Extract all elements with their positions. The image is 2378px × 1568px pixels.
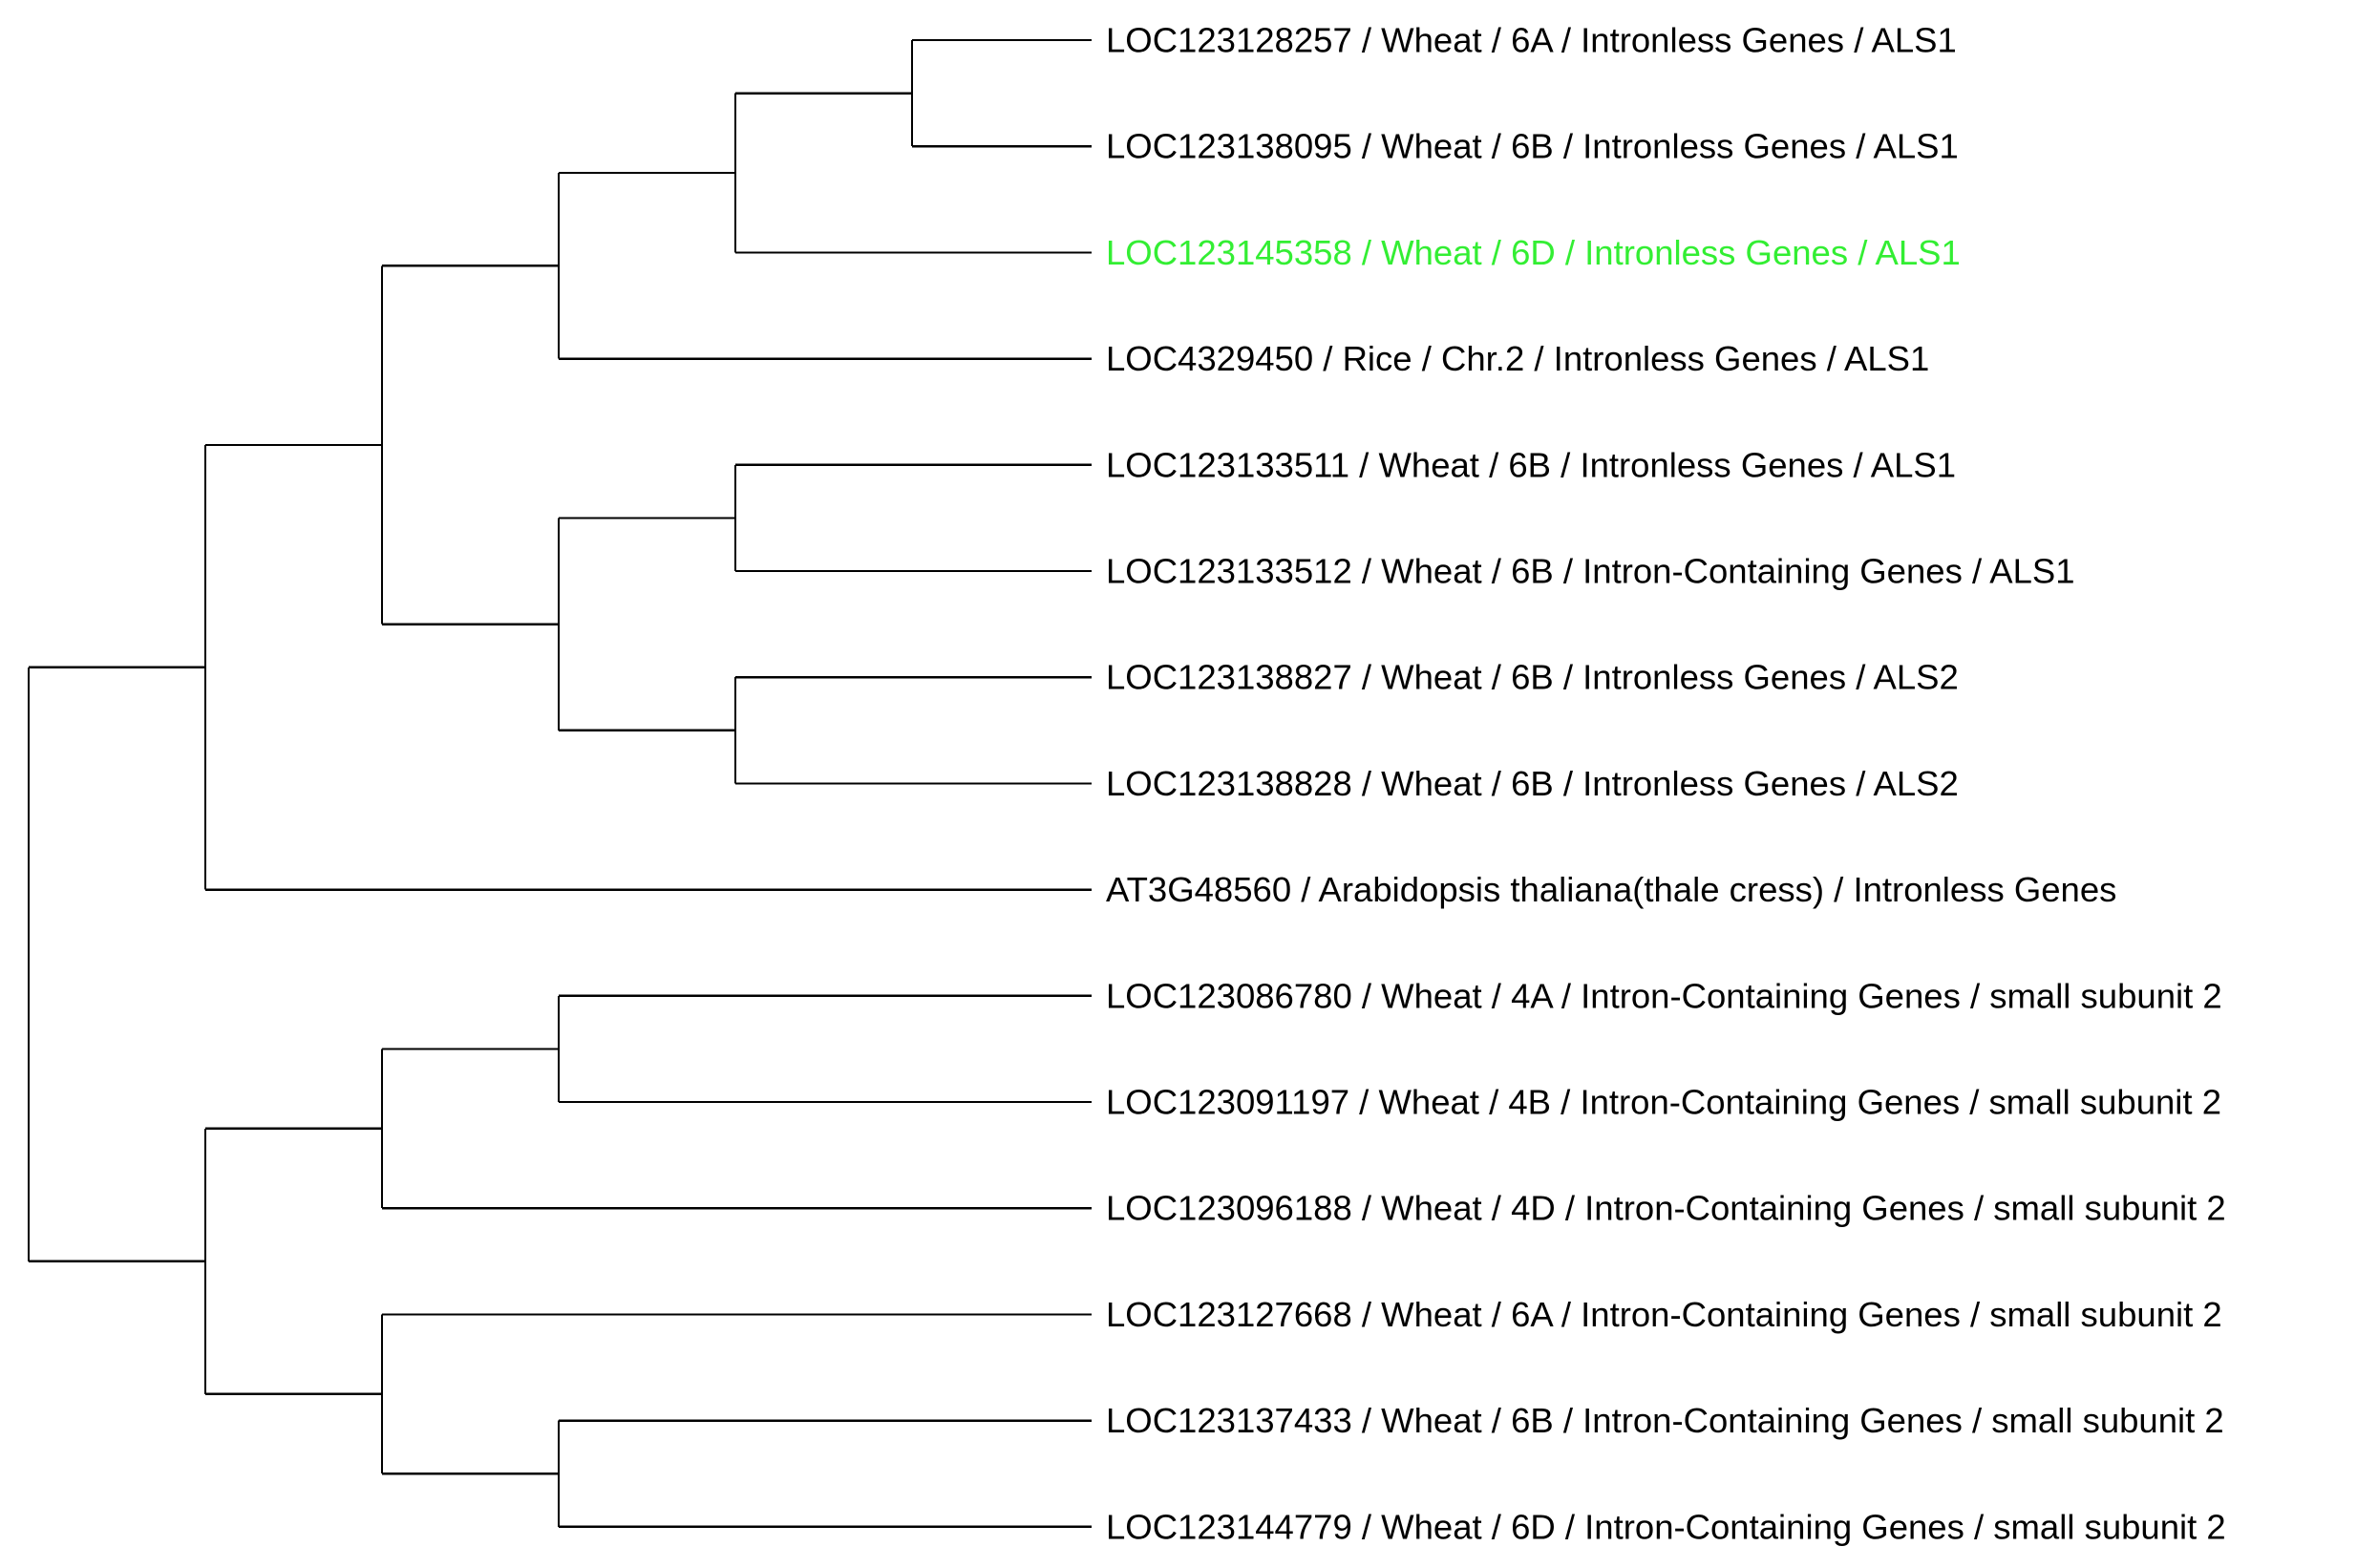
- leaf-label: LOC123127668 / Wheat / 6A / Intron-Conta…: [1106, 1295, 2222, 1334]
- leaf-label: LOC123138828 / Wheat / 6B / Intronless G…: [1106, 764, 1959, 803]
- leaf-label: LOC123128257 / Wheat / 6A / Intronless G…: [1106, 21, 1957, 60]
- leaf-label: LOC123138827 / Wheat / 6B / Intronless G…: [1106, 658, 1959, 697]
- leaf-label: AT3G48560 / Arabidopsis thaliana(thale c…: [1106, 870, 2116, 909]
- leaf-labels: LOC123128257 / Wheat / 6A / Intronless G…: [1106, 21, 2226, 1547]
- leaf-label: LOC123091197 / Wheat / 4B / Intron-Conta…: [1106, 1083, 2221, 1122]
- leaf-label: LOC123086780 / Wheat / 4A / Intron-Conta…: [1106, 976, 2222, 1015]
- tree-branches: [27, 38, 1092, 1528]
- leaf-label: LOC123096188 / Wheat / 4D / Intron-Conta…: [1106, 1189, 2226, 1228]
- leaf-label: LOC123133511 / Wheat / 6B / Intronless G…: [1106, 445, 1956, 484]
- leaf-label: LOC123145358 / Wheat / 6D / Intronless G…: [1106, 233, 1961, 272]
- leaf-label: LOC123138095 / Wheat / 6B / Intronless G…: [1106, 127, 1959, 166]
- leaf-label: LOC123137433 / Wheat / 6B / Intron-Conta…: [1106, 1401, 2224, 1440]
- leaf-label: LOC123133512 / Wheat / 6B / Intron-Conta…: [1106, 552, 2075, 591]
- leaf-label: LOC4329450 / Rice / Chr.2 / Intronless G…: [1106, 339, 1929, 378]
- leaf-label: LOC123144779 / Wheat / 6D / Intron-Conta…: [1106, 1507, 2226, 1546]
